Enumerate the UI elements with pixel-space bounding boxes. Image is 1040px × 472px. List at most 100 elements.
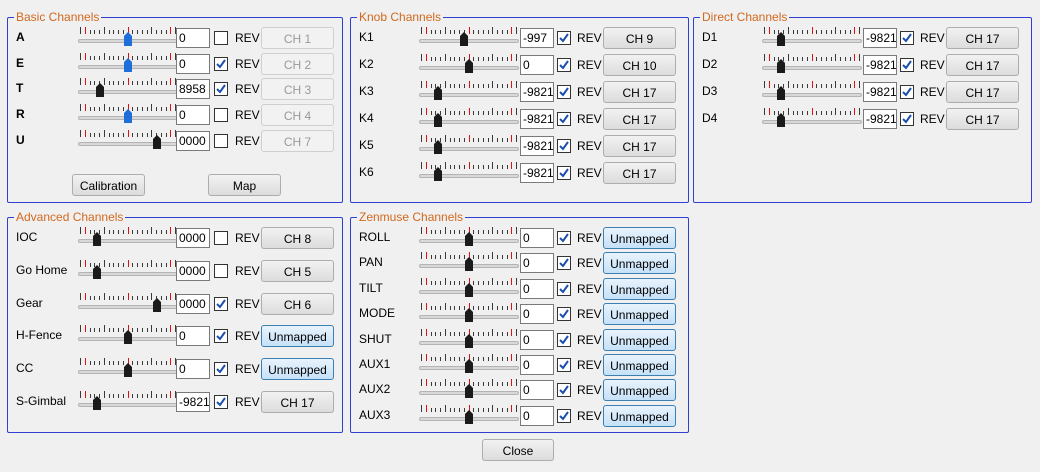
rev-checkbox[interactable]: [557, 281, 571, 296]
channel-slider[interactable]: [762, 81, 862, 103]
rev-checkbox[interactable]: [214, 231, 228, 245]
rev-checkbox[interactable]: [557, 358, 571, 372]
channel-map-button[interactable]: Unmapped: [603, 277, 676, 300]
rev-checkbox[interactable]: [214, 82, 228, 97]
slider-thumb[interactable]: [776, 86, 785, 100]
rev-checkbox[interactable]: [557, 31, 571, 45]
channel-slider[interactable]: [419, 404, 519, 427]
slider-thumb[interactable]: [465, 232, 473, 246]
channel-value-field[interactable]: 0: [520, 405, 554, 426]
channel-map-button[interactable]: Unmapped: [603, 303, 676, 326]
rev-checkbox[interactable]: [214, 362, 228, 377]
slider-thumb[interactable]: [465, 333, 473, 348]
channel-value-field[interactable]: -9821: [863, 28, 897, 48]
rev-checkbox[interactable]: [557, 383, 571, 398]
slider-thumb[interactable]: [460, 32, 469, 46]
slider-thumb[interactable]: [465, 384, 473, 399]
channel-value-field[interactable]: 0000: [176, 130, 210, 151]
rev-checkbox[interactable]: [214, 296, 228, 311]
channel-map-button[interactable]: CH 4: [261, 104, 334, 127]
slider-thumb[interactable]: [433, 86, 442, 100]
slider-thumb[interactable]: [776, 32, 785, 46]
slider-thumb[interactable]: [124, 363, 132, 378]
channel-slider[interactable]: [419, 227, 519, 249]
rev-checkbox[interactable]: [557, 112, 571, 126]
channel-value-field[interactable]: 0000: [176, 293, 210, 314]
rev-checkbox[interactable]: [557, 231, 571, 245]
channel-slider[interactable]: [419, 277, 519, 300]
channel-value-field[interactable]: -9821: [863, 82, 897, 102]
slider-thumb[interactable]: [153, 297, 162, 312]
rev-checkbox[interactable]: [900, 85, 914, 99]
channel-map-button[interactable]: CH 6: [261, 292, 334, 315]
channel-slider[interactable]: [78, 391, 178, 413]
channel-slider[interactable]: [762, 54, 862, 76]
channel-map-button[interactable]: CH 17: [946, 27, 1019, 49]
rev-checkbox[interactable]: [214, 108, 228, 123]
rev-checkbox[interactable]: [214, 329, 228, 344]
rev-checkbox[interactable]: [557, 408, 571, 423]
channel-slider[interactable]: [78, 292, 178, 315]
rev-checkbox[interactable]: [214, 395, 228, 409]
channel-value-field[interactable]: 0000: [176, 260, 210, 281]
channel-map-button[interactable]: CH 7: [261, 129, 334, 152]
channel-map-button[interactable]: CH 17: [603, 108, 676, 130]
channel-map-button[interactable]: CH 10: [603, 54, 676, 76]
channel-value-field[interactable]: 0: [176, 53, 210, 74]
slider-thumb[interactable]: [465, 359, 473, 373]
channel-value-field[interactable]: -9821: [863, 109, 897, 129]
close-button[interactable]: Close: [482, 439, 554, 461]
channel-slider[interactable]: [419, 303, 519, 325]
slider-thumb[interactable]: [465, 282, 473, 297]
channel-value-field[interactable]: -9821: [520, 136, 554, 156]
channel-slider[interactable]: [419, 54, 519, 76]
channel-value-field[interactable]: 0: [176, 28, 210, 48]
channel-map-button[interactable]: CH 8: [261, 227, 334, 249]
slider-thumb[interactable]: [124, 32, 132, 46]
channel-slider[interactable]: [419, 379, 519, 401]
channel-value-field[interactable]: 0: [520, 278, 554, 299]
channel-map-button[interactable]: CH 5: [261, 259, 334, 282]
slider-thumb[interactable]: [465, 59, 473, 73]
channel-slider[interactable]: [78, 325, 178, 347]
channel-map-button[interactable]: CH 17: [946, 54, 1019, 76]
channel-map-button[interactable]: Unmapped: [261, 325, 334, 348]
rev-checkbox[interactable]: [557, 256, 571, 271]
channel-value-field[interactable]: -9821: [520, 82, 554, 102]
channel-value-field[interactable]: 0: [520, 329, 554, 350]
rev-checkbox[interactable]: [900, 112, 914, 126]
channel-map-button[interactable]: CH 1: [261, 27, 334, 49]
channel-map-button[interactable]: CH 2: [261, 52, 334, 75]
channel-map-button[interactable]: CH 17: [603, 135, 676, 157]
channel-slider[interactable]: [78, 358, 178, 380]
rev-checkbox[interactable]: [900, 31, 914, 45]
channel-slider[interactable]: [419, 354, 519, 376]
rev-checkbox[interactable]: [557, 307, 571, 322]
rev-checkbox[interactable]: [214, 31, 228, 45]
channel-map-button[interactable]: Unmapped: [261, 358, 334, 381]
channel-slider[interactable]: [78, 129, 178, 152]
slider-thumb[interactable]: [433, 113, 442, 127]
slider-thumb[interactable]: [776, 59, 785, 73]
channel-slider[interactable]: [78, 227, 178, 249]
channel-value-field[interactable]: 0: [520, 228, 554, 248]
slider-thumb[interactable]: [92, 264, 101, 279]
rev-checkbox[interactable]: [557, 85, 571, 99]
channel-value-field[interactable]: -9821: [863, 55, 897, 75]
channel-map-button[interactable]: CH 3: [261, 78, 334, 101]
rev-checkbox[interactable]: [214, 56, 228, 71]
channel-value-field[interactable]: 0: [520, 304, 554, 325]
channel-slider[interactable]: [419, 108, 519, 130]
channel-slider[interactable]: [78, 78, 178, 100]
slider-thumb[interactable]: [465, 257, 473, 272]
channel-map-button[interactable]: Unmapped: [603, 404, 676, 427]
channel-map-button[interactable]: CH 17: [261, 391, 334, 413]
channel-slider[interactable]: [419, 162, 519, 184]
slider-thumb[interactable]: [92, 232, 101, 246]
slider-thumb[interactable]: [153, 134, 162, 149]
channel-value-field[interactable]: 0000: [176, 228, 210, 248]
slider-thumb[interactable]: [433, 167, 442, 181]
channel-slider[interactable]: [78, 259, 178, 282]
channel-value-field[interactable]: 0: [176, 105, 210, 126]
channel-map-button[interactable]: CH 17: [946, 81, 1019, 103]
